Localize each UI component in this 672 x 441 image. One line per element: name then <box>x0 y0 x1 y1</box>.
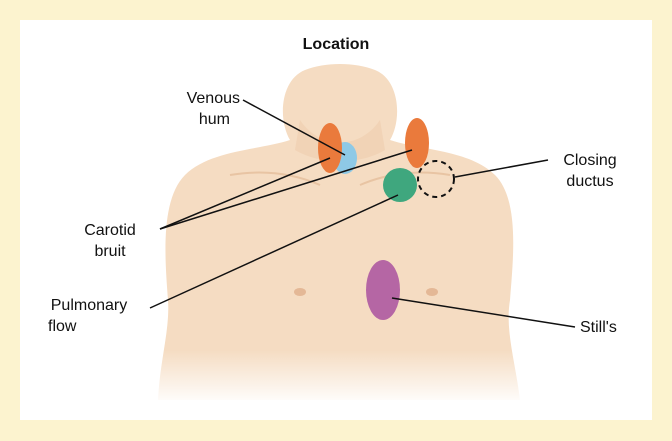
nipple-left <box>294 288 306 296</box>
stills-marker <box>366 260 400 320</box>
carotid-bruit-label: Carotid bruit <box>60 220 160 262</box>
closing-ductus-label: Closing ductus <box>545 150 635 192</box>
carotid-bruit-marker-right <box>405 118 429 168</box>
pulmonary-flow-label: Pulmonary flow <box>34 295 144 337</box>
figure-title: Location <box>0 36 672 54</box>
pulmonary-flow-marker <box>383 168 417 202</box>
carotid-bruit-marker-left <box>318 123 342 173</box>
stills-label: Still's <box>580 317 650 338</box>
nipple-right <box>426 288 438 296</box>
venous-hum-label: Venous hum <box>140 88 240 130</box>
